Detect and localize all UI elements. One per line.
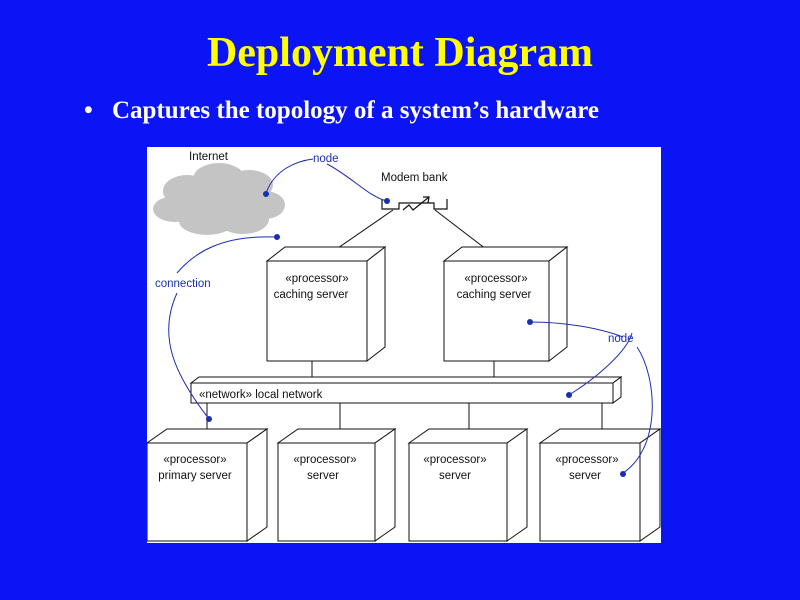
internet-cloud <box>153 163 285 235</box>
caching-server-1-name: caching server <box>274 289 349 301</box>
primary-server <box>147 428 269 542</box>
server-3-name: server <box>439 470 471 482</box>
internet-label: Internet <box>189 151 229 163</box>
bullet-text: Captures the topology of a system’s hard… <box>112 97 600 124</box>
caching-server-2-name: caching server <box>457 289 532 301</box>
primary-server-name: primary server <box>158 470 232 482</box>
modem-bank-node <box>381 196 448 211</box>
server-4 <box>538 428 661 542</box>
bullet-item: • Captures the topology of a system’s har… <box>84 94 599 128</box>
modem-bank-label: Modem bank <box>381 172 448 184</box>
caching-server-2-stereotype: «processor» <box>464 273 527 285</box>
slide-title: Deployment Diagram <box>206 30 594 76</box>
caching-server-1-stereotype: «processor» <box>285 273 348 285</box>
deployment-diagram: Internet Modem bank «processor» caching … <box>147 147 661 543</box>
local-network-label: «network» local network <box>199 389 323 401</box>
annotation-connection: connection <box>155 278 211 290</box>
annotation-endpoints <box>206 191 626 477</box>
server-2 <box>276 428 397 542</box>
caching-server-1 <box>265 245 387 363</box>
server-2-stereotype: «processor» <box>293 454 356 466</box>
server-3-stereotype: «processor» <box>423 454 486 466</box>
annotation-node-top: node <box>313 153 339 165</box>
annotation-curves <box>168 158 653 474</box>
diagram-canvas: Internet Modem bank «processor» caching … <box>147 151 661 542</box>
primary-server-stereotype: «processor» <box>163 454 226 466</box>
bullet-symbol: • <box>84 97 93 124</box>
server-4-stereotype: «processor» <box>555 454 618 466</box>
annotation-node-right: node <box>608 333 634 345</box>
caching-server-2 <box>442 245 569 363</box>
local-network-bar <box>189 376 623 404</box>
server-4-name: server <box>569 470 601 482</box>
server-3 <box>407 428 529 542</box>
server-2-name: server <box>307 470 339 482</box>
